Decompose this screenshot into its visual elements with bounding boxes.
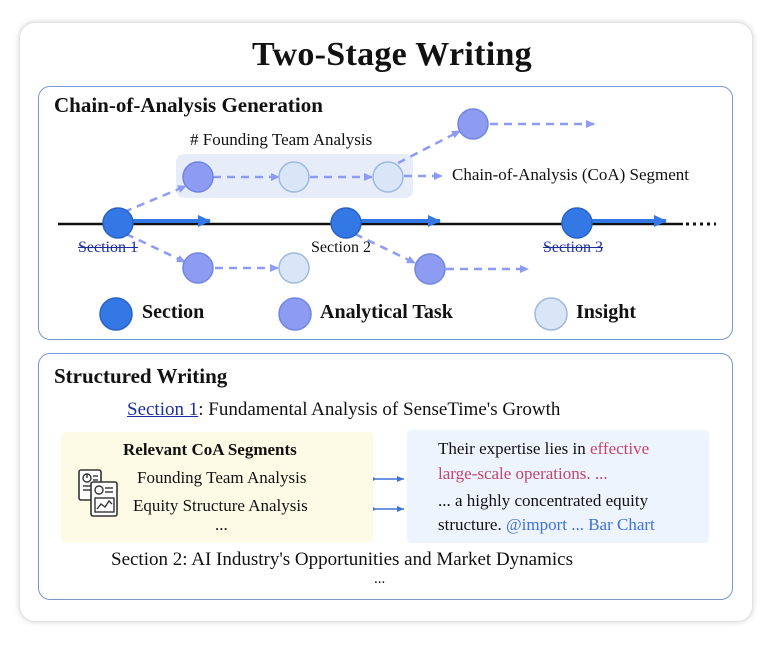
task-node xyxy=(182,252,214,284)
legend-section-label: Section xyxy=(142,301,205,323)
output-text: structure. xyxy=(438,515,506,534)
stage1-heading: Chain-of-Analysis Generation xyxy=(54,93,323,117)
output-highlight: effective xyxy=(590,439,650,458)
legend-insight-swatch xyxy=(534,297,568,331)
section-3-label: Section 3 xyxy=(543,239,603,256)
section-node xyxy=(102,207,134,239)
legend-task-label: Analytical Task xyxy=(320,301,453,323)
section-2-title: Section 2: AI Industry's Opportunities a… xyxy=(111,549,573,570)
legend-insight-label: Insight xyxy=(576,301,637,323)
section-1-title-text: : Fundamental Analysis of SenseTime's Gr… xyxy=(198,399,561,420)
relevant-item: Equity Structure Analysis xyxy=(133,496,308,515)
trailing-ellipsis: ... xyxy=(374,571,386,587)
output-line-1: Their expertise lies in effective xyxy=(438,439,649,459)
coa-segment-label: Chain-of-Analysis (CoA) Segment xyxy=(452,165,690,184)
task-node xyxy=(182,161,214,193)
generated-text-box xyxy=(407,430,709,543)
figure-title: Two-Stage Writing xyxy=(252,36,532,73)
branch-down-1 xyxy=(125,232,186,264)
output-chart-reference: @import ... Bar Chart xyxy=(505,515,655,534)
insight-node xyxy=(278,161,310,193)
legend-section-swatch xyxy=(99,297,133,331)
section-node xyxy=(561,207,593,239)
task-node xyxy=(457,108,489,140)
branch-up-1 xyxy=(123,184,187,214)
section-node xyxy=(330,207,362,239)
task-node xyxy=(414,253,446,285)
branch-up-2 xyxy=(397,129,461,165)
branch-down-2 xyxy=(354,232,416,265)
output-text: Their expertise lies in xyxy=(438,439,591,458)
output-line-4: structure. @import ... Bar Chart xyxy=(438,515,655,535)
insight-node xyxy=(372,161,404,193)
stage2-heading: Structured Writing xyxy=(54,364,228,388)
relevant-item: Founding Team Analysis xyxy=(137,468,307,487)
relevant-item: ... xyxy=(215,515,228,534)
section-1-link[interactable]: Section 1 xyxy=(127,399,199,420)
output-line-3: ... a highly concentrated equity xyxy=(438,491,649,510)
chain-of-analysis-panel xyxy=(38,86,733,340)
founding-team-label: # Founding Team Analysis xyxy=(190,130,373,149)
section-2-label: Section 2 xyxy=(311,239,371,256)
section-1-title: Section 1: Fundamental Analysis of Sense… xyxy=(127,399,560,421)
section-1-label: Section 1 xyxy=(78,239,138,256)
legend-task-swatch xyxy=(278,297,312,331)
insight-node xyxy=(278,252,310,284)
relevant-coa-heading: Relevant CoA Segments xyxy=(123,440,297,459)
output-line-2: large-scale operations. ... xyxy=(438,464,608,483)
report-chart-icon xyxy=(78,469,118,517)
